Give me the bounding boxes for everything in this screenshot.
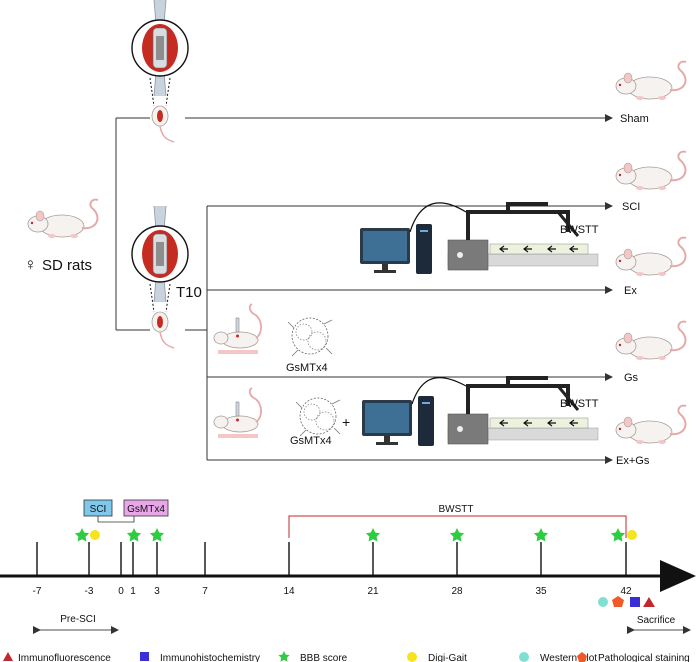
drug-label-exgs: GsMTx4 xyxy=(290,435,332,447)
female-icon: ♀ xyxy=(24,255,37,274)
tick-label: 1 xyxy=(130,586,136,597)
timeline-arrowhead xyxy=(660,560,696,592)
pre-sci-label: Pre-SCI xyxy=(60,614,96,625)
legend-immunohistochemistry-icon xyxy=(140,652,149,661)
group-branches: ♀ SD rats T10 Sham SCI Ex Gs Ex+Gs BWSTT… xyxy=(24,0,687,467)
tick-label: 0 xyxy=(118,586,124,597)
bbb-star-icon xyxy=(365,528,381,542)
if-triangle-icon xyxy=(643,597,655,607)
plus-sign: + xyxy=(342,414,350,430)
sd-rat-illustration xyxy=(27,198,99,239)
drug-label-gs: GsMTx4 xyxy=(286,362,328,374)
legend-bbb-score-label: BBB score xyxy=(300,653,348,662)
western-blot-dot-icon xyxy=(598,597,608,607)
bwstt-bracket xyxy=(288,515,627,538)
bbb-star-icon xyxy=(610,528,626,542)
group-sham: Sham xyxy=(620,113,649,125)
rat-sci-icon xyxy=(615,150,687,191)
group-gs: Gs xyxy=(624,372,639,384)
gsmtx4-box-label: GsMTx4 xyxy=(127,504,165,515)
bbb-star-icon xyxy=(449,528,465,542)
bbb-star-icon xyxy=(126,528,142,542)
legend: Immunofluorescence Immunohistochemistry BB… xyxy=(3,651,690,662)
tick-label: 7 xyxy=(202,586,208,597)
level-label: T10 xyxy=(176,284,202,301)
peptide-icon-2 xyxy=(295,397,341,437)
pathology-pentagon-icon xyxy=(612,596,624,607)
computer-icon xyxy=(360,224,432,274)
ihc-square-icon xyxy=(630,597,640,607)
legend-digi-gait-label: Digi-Gait xyxy=(428,653,467,662)
tick-label: -7 xyxy=(33,586,42,597)
rat-sham-icon xyxy=(615,60,687,101)
treadmill-icon-2 xyxy=(446,376,600,446)
bwstt-label-ex: BWSTT xyxy=(560,224,599,236)
bbb-star-icon xyxy=(149,528,165,542)
legend-pathological-staining-icon xyxy=(577,652,587,662)
bbb-star-icon xyxy=(533,528,549,542)
tick-label: 21 xyxy=(367,586,379,597)
group-exgs: Ex+Gs xyxy=(616,455,650,467)
treadmill-icon xyxy=(446,202,600,272)
tick-label: 42 xyxy=(620,586,632,597)
bwstt-label-exgs: BWSTT xyxy=(560,398,599,410)
legend-digi-gait-icon xyxy=(407,652,417,662)
t10-injury-illustration xyxy=(131,205,189,349)
legend-bbb-score-icon xyxy=(278,651,290,662)
tick-label: 3 xyxy=(154,586,160,597)
tick-label: 28 xyxy=(451,586,463,597)
tick-label: 35 xyxy=(535,586,547,597)
assessment-markers xyxy=(74,528,655,607)
group-sci: SCI xyxy=(622,201,640,213)
tick-label: -3 xyxy=(85,586,94,597)
group-ex: Ex xyxy=(624,285,637,297)
digigait-dot-icon xyxy=(627,530,637,540)
injection-illustration-2 xyxy=(213,387,262,439)
legend-western-blot-label: Western Blot xyxy=(540,653,597,662)
legend-immunofluorescence-label: Immunofluorescence xyxy=(18,653,111,662)
gsmtx4-box xyxy=(123,499,169,517)
peptide-icon xyxy=(287,317,333,357)
tick-label: 14 xyxy=(283,586,295,597)
bbb-star-icon xyxy=(74,528,90,542)
sham-surgery-illustration xyxy=(131,0,189,143)
rat-exgs-icon xyxy=(615,404,687,445)
legend-immunohistochemistry-label: Immunohistochemistry xyxy=(160,653,260,662)
computer-icon-2 xyxy=(362,396,434,446)
rat-ex-icon xyxy=(615,236,687,277)
injection-illustration xyxy=(213,303,262,355)
legend-immunofluorescence-icon xyxy=(3,652,13,661)
legend-pathological-staining-label: Pathological staining xyxy=(598,653,690,662)
rat-gs-icon xyxy=(615,320,687,361)
digigait-dot-icon xyxy=(90,530,100,540)
subject-label: SD rats xyxy=(42,257,92,274)
sci-box-label: SCI xyxy=(90,504,107,515)
sacrifice-label: Sacrifice xyxy=(637,615,676,626)
bwstt-label-timeline: BWSTT xyxy=(439,504,474,515)
legend-western-blot-icon xyxy=(519,652,529,662)
